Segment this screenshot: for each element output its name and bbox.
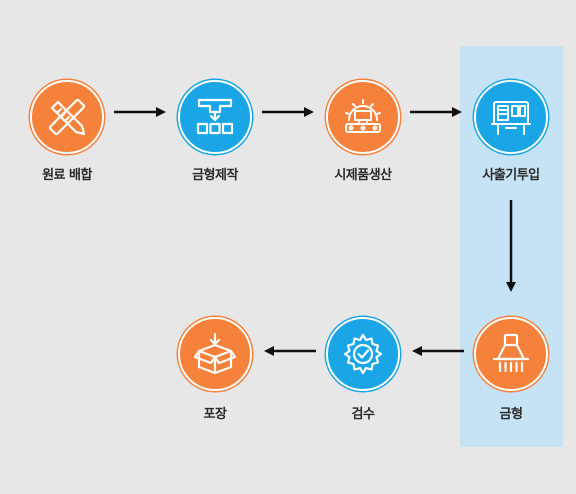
step-5-label: 금형 (499, 407, 523, 422)
arrow-left-1 (412, 346, 464, 356)
gear-check-icon (343, 333, 383, 375)
arrow-left-2 (264, 346, 316, 356)
step-2-node (178, 80, 252, 154)
arrow-down (506, 200, 516, 292)
injection-machine-icon (491, 101, 531, 135)
mold-press-icon (492, 333, 530, 373)
step-6-label: 검수 (351, 407, 375, 422)
step-4-node (474, 80, 548, 154)
factory-robot-icon (345, 99, 381, 133)
step-5-node (474, 317, 548, 391)
step-3-node (326, 80, 400, 154)
step-4-label: 사출기투입 (482, 168, 540, 183)
step-7-node (178, 317, 252, 391)
ruler-pencil-icon (48, 98, 86, 136)
step-3-label: 시제품생산 (334, 168, 392, 183)
step-1-node (30, 80, 104, 154)
step-6-node (326, 317, 400, 391)
step-7-label: 포장 (203, 407, 227, 422)
arrow-right-2 (262, 107, 314, 117)
arrow-right-1 (114, 107, 166, 117)
step-1-label: 원료 배합 (42, 168, 92, 183)
mold-stamp-icon (196, 98, 234, 135)
step-2-label: 금형제작 (192, 168, 238, 183)
package-box-icon (193, 332, 237, 375)
arrow-right-3 (410, 107, 462, 117)
